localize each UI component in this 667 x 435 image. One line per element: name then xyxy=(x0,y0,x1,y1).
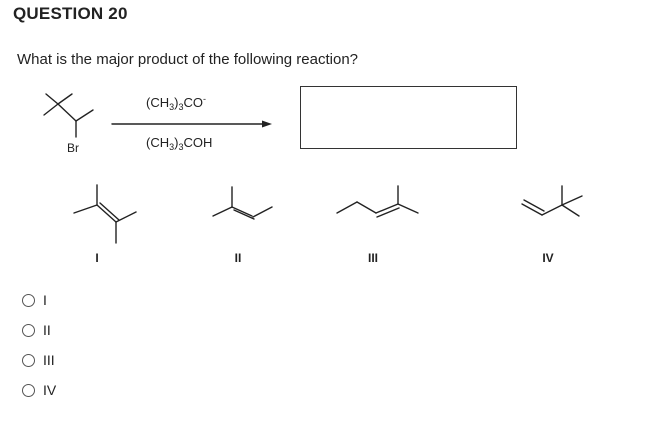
solvent-label: (CH3)3COH xyxy=(146,135,212,152)
option-label: II xyxy=(43,322,51,338)
reagent-label: (CH3)3CO- xyxy=(146,94,206,112)
product-i-structure xyxy=(73,184,137,244)
reactant-structure xyxy=(43,93,94,138)
radio-button[interactable] xyxy=(22,383,35,397)
product-label-i: I xyxy=(95,251,98,265)
option-label: IV xyxy=(43,382,57,398)
option-label: I xyxy=(43,292,47,308)
product-ii-structure xyxy=(212,186,273,220)
product-iii-structure xyxy=(336,185,419,218)
product-label-iii: III xyxy=(368,251,378,265)
radio-button[interactable] xyxy=(22,353,35,367)
option-iv[interactable]: IV xyxy=(22,375,56,405)
option-i[interactable]: I xyxy=(22,285,56,315)
option-ii[interactable]: II xyxy=(22,315,56,345)
product-label-ii: II xyxy=(235,251,242,265)
question-title: QUESTION 20 xyxy=(13,4,128,23)
option-iii[interactable]: III xyxy=(22,345,56,375)
product-iv-structure xyxy=(521,185,583,217)
answer-box xyxy=(300,86,517,149)
radio-button[interactable] xyxy=(22,293,35,307)
reaction-arrow xyxy=(111,120,272,128)
reaction-figure: Br (CH3)3CO- (CH3)3COH I II III IV xyxy=(43,93,583,265)
product-label-iv: IV xyxy=(542,251,553,265)
option-label: III xyxy=(43,352,55,368)
answer-options: I II III IV xyxy=(22,285,56,405)
question-prompt: What is the major product of the followi… xyxy=(17,51,359,68)
radio-button[interactable] xyxy=(22,323,35,337)
reactant-bromine-label: Br xyxy=(67,141,79,155)
